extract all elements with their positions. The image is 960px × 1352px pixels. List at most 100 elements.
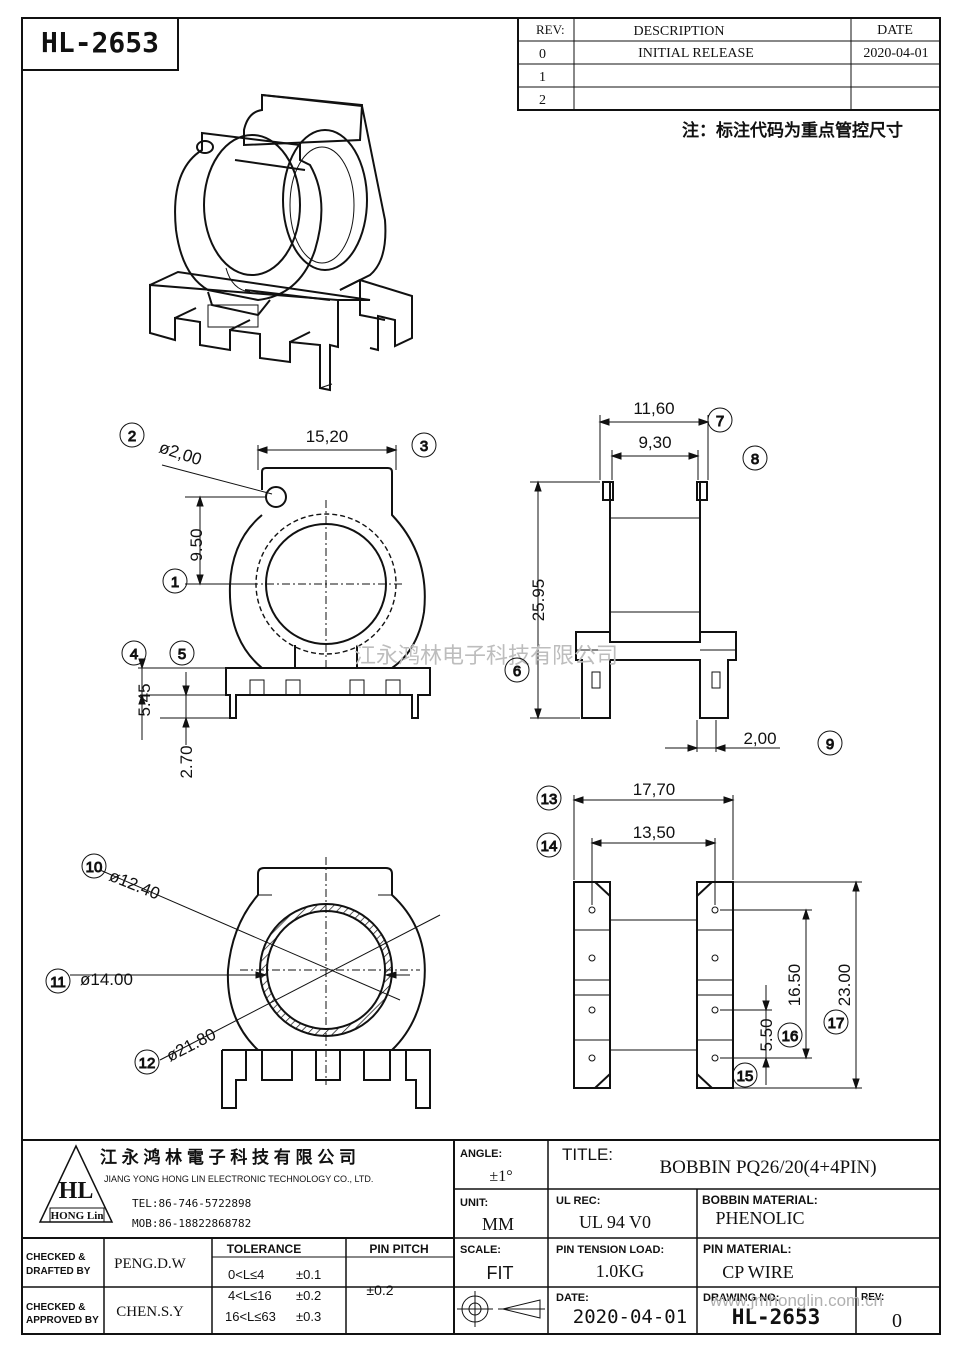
drafter-name: PENG.D.W <box>114 1256 187 1272</box>
scale-value: FIT <box>487 1263 514 1283</box>
logo-sub: HONG Lin <box>51 1210 104 1222</box>
balloon-2: 2 <box>128 428 136 445</box>
tolerance-value-1: ±0.1 <box>296 1267 321 1282</box>
balloon-15: 15 <box>737 1068 754 1085</box>
projection-symbol <box>457 1291 545 1327</box>
balloon-13: 13 <box>541 791 558 808</box>
tolerance-label: TOLERANCE <box>227 1242 301 1256</box>
pin-material-value: CP WIRE <box>722 1262 794 1282</box>
rev-header: REV: <box>536 22 565 37</box>
balloon-3: 3 <box>420 438 428 455</box>
date-value: 2020-04-01 <box>573 1306 687 1328</box>
dim-bottom-outer-width: 17,70 <box>633 780 676 799</box>
angle-label: ANGLE: <box>460 1148 502 1160</box>
watermark: 江永鸿林电子科技有限公司 <box>354 643 618 668</box>
control-note: 注：标注代码为重点管控尺寸 <box>682 120 903 140</box>
unit-value: MM <box>482 1214 514 1234</box>
rev-row-0-description: INITIAL RELEASE <box>638 46 754 61</box>
dim-bottom-inner-width: 13,50 <box>633 823 676 842</box>
pin-material-label: PIN MATERIAL: <box>703 1242 791 1256</box>
front-view: 15,20 ø2,00 9.50 5.45 2.70 <box>135 427 431 779</box>
dim-top-inner-dia: ø12.40 <box>107 866 163 903</box>
logo-text: HL <box>59 1178 94 1204</box>
company-tel: TEL:86-746-5722898 <box>132 1197 251 1210</box>
dim-side-pin-offset: 2,00 <box>743 729 776 748</box>
rev-row-0: 0 <box>539 47 546 62</box>
unit-label: UNIT: <box>460 1197 488 1209</box>
bobbin-material-label: BOBBIN MATERIAL: <box>702 1193 818 1207</box>
tolerance-value-3: ±0.3 <box>296 1309 321 1324</box>
approver-name: CHEN.S.Y <box>116 1304 184 1320</box>
balloon-14: 14 <box>541 838 558 855</box>
balloon-9: 9 <box>826 736 834 753</box>
top-view: ø12.40 ø14.00 ø21.80 <box>70 857 441 1109</box>
tolerance-range-1: 0<L≤4 <box>228 1267 264 1282</box>
dim-bottom-outer-height: 23.00 <box>835 964 854 1007</box>
side-view: 11,60 9,30 25.95 2,00 <box>529 399 780 752</box>
title-label: TITLE: <box>562 1145 613 1164</box>
tension-value: 1.0KG <box>596 1261 645 1281</box>
rev-row-2: 2 <box>539 93 546 108</box>
sheet-border <box>21 17 941 1335</box>
dim-bottom-inner-height: 16.50 <box>785 964 804 1007</box>
revision-table: REV: DESCRIPTION DATE 0 INITIAL RELEASE … <box>517 17 941 111</box>
dim-bottom-pin-pitch: 5.50 <box>757 1018 776 1051</box>
part-number-box: HL-2653 <box>21 17 179 71</box>
part-number: HL-2653 <box>41 26 159 59</box>
tolerance-range-2: 4<L≤16 <box>228 1288 272 1303</box>
pin-pitch-value: ±0.2 <box>366 1282 393 1298</box>
pin-pitch-label: PIN PITCH <box>369 1242 428 1256</box>
isometric-view <box>149 93 413 392</box>
dim-side-outer-width: 11,60 <box>633 399 674 418</box>
balloon-12: 12 <box>139 1055 156 1072</box>
balloon-7: 7 <box>716 413 724 430</box>
dim-top-outer-dia: ø21.80 <box>163 1025 219 1066</box>
scale-label: SCALE: <box>460 1244 501 1256</box>
drawing-no-value: HL-2653 <box>732 1305 821 1329</box>
balloon-1: 1 <box>171 574 179 591</box>
date-header: DATE <box>877 23 913 38</box>
balloon-4: 4 <box>130 646 138 663</box>
dim-front-width: 15,20 <box>306 427 349 446</box>
company-name-en: JIANG YONG HONG LIN ELECTRONIC TECHNOLOG… <box>104 1174 373 1184</box>
website-watermark: www.jmhonglin.com.cn <box>709 1291 883 1310</box>
dim-front-pin-h2: 2.70 <box>177 745 196 778</box>
checked-approved-label-1: CHECKED & <box>26 1302 85 1313</box>
description-header: DESCRIPTION <box>633 24 724 39</box>
dim-side-height: 25.95 <box>529 579 548 622</box>
bobbin-material-value: PHENOLIC <box>716 1208 805 1228</box>
tolerance-range-3: 16<L≤63 <box>225 1309 276 1324</box>
balloon-5: 5 <box>178 646 186 663</box>
tension-label: PIN TENSION LOAD: <box>556 1244 664 1256</box>
date-label: DATE: <box>556 1292 589 1304</box>
balloon-6: 6 <box>513 663 521 680</box>
checked-drafted-label-2: DRAFTED BY <box>26 1266 91 1277</box>
checked-drafted-label-1: CHECKED & <box>26 1252 85 1263</box>
dim-top-mid-dia: ø14.00 <box>80 970 133 989</box>
rev-label: REV: <box>861 1292 884 1303</box>
title-block: HL HONG Lin 江 永 鸿 林 電 子 科 技 有 限 公 司 JIAN… <box>22 1139 940 1334</box>
dim-side-inner-width: 9,30 <box>638 433 671 452</box>
balloons: 1 2 3 4 5 6 7 8 9 10 11 12 13 14 15 16 1… <box>45 407 849 1088</box>
balloon-17: 17 <box>828 1015 845 1032</box>
checked-approved-label-2: APPROVED BY <box>26 1315 99 1326</box>
balloon-8: 8 <box>751 451 759 468</box>
company-logo: HL HONG Lin <box>38 1144 114 1223</box>
dim-front-center-height: 9.50 <box>187 528 206 561</box>
company-name-cn: 江 永 鸿 林 電 子 科 技 有 限 公 司 <box>100 1147 356 1167</box>
rev-value: 0 <box>892 1310 902 1332</box>
bottom-view: 17,70 13,50 23.00 16.50 5.50 <box>572 780 862 1090</box>
rev-row-0-date: 2020-04-01 <box>863 46 928 61</box>
dim-front-hole: ø2,00 <box>157 438 204 470</box>
angle-value: ±1° <box>489 1168 512 1185</box>
ul-label: UL REC: <box>556 1195 600 1207</box>
balloon-10: 10 <box>86 859 103 876</box>
rev-row-1: 1 <box>539 70 546 85</box>
drawing-no-label: DRAWING NO: <box>703 1292 779 1304</box>
balloon-11: 11 <box>50 974 66 991</box>
title-value: BOBBIN PQ26/20(4+4PIN) <box>659 1157 876 1178</box>
dim-front-pin-h1: 5.45 <box>135 683 154 716</box>
tolerance-value-2: ±0.2 <box>296 1288 321 1303</box>
